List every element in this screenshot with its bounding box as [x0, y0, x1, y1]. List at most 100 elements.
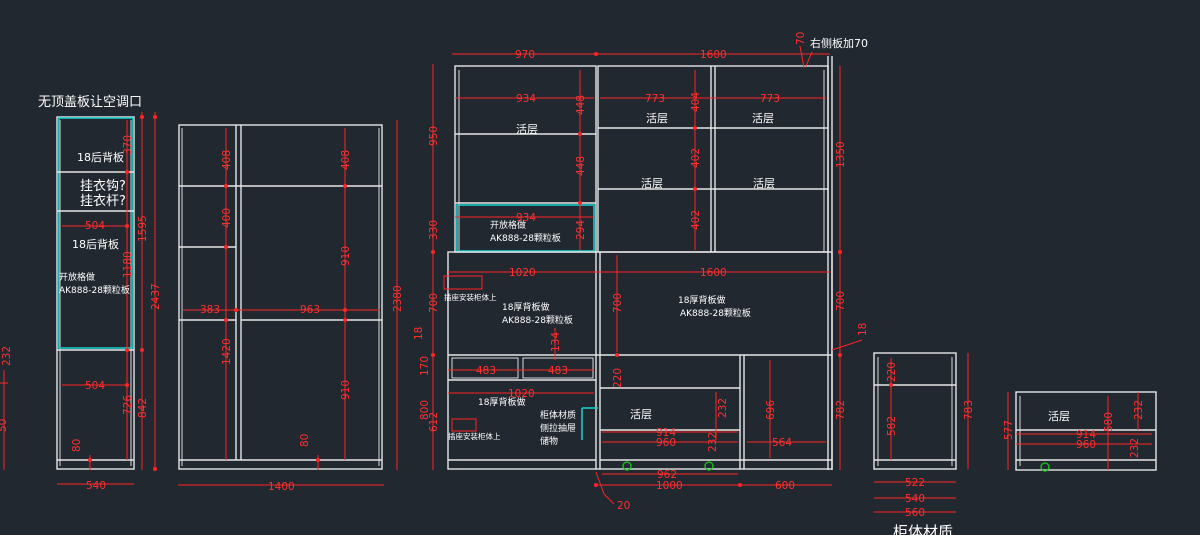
dim-404: 404	[690, 92, 702, 112]
dim-612-edge: 50	[0, 419, 9, 432]
label-back-panel-18-b: 18后背板	[72, 237, 119, 251]
wheel-left	[622, 461, 632, 471]
dim-783: 783	[963, 400, 975, 420]
label-hook: 挂衣钩?	[80, 178, 126, 194]
label-back-thick-c: 18厚背板做	[478, 396, 525, 408]
socket-box-bottom	[451, 418, 477, 432]
dim-963: 963	[300, 304, 320, 316]
dim-80-a: 80	[71, 439, 83, 452]
dim-960-c5: 960	[1076, 439, 1096, 451]
dim-1000: 1000	[656, 480, 683, 492]
cabinet-1-outline	[56, 116, 135, 470]
dim-504-a: 504	[85, 220, 105, 232]
dim-950: 950	[428, 126, 440, 146]
wheel-right	[704, 461, 714, 471]
dim-700-a: 700	[428, 293, 440, 313]
dim-408-a: 408	[221, 150, 233, 170]
dim-1020-b: 1020	[508, 388, 535, 400]
label-back-thick-b: 18厚背板做	[678, 294, 725, 306]
dim-294: 294	[575, 220, 587, 240]
dim-934-b: 934	[516, 212, 536, 224]
dim-842: 842	[137, 398, 149, 418]
dim-934-a: 934	[516, 93, 536, 105]
cabinet-3-open-grid	[456, 204, 595, 252]
label-back-panel-18: 18后背板	[77, 150, 124, 164]
cabinet-5-outline	[1015, 391, 1157, 471]
dim-504-b: 504	[85, 380, 105, 392]
cabinet-3-upper-right	[597, 65, 829, 253]
label-right-side-panel: 右侧板加70	[810, 36, 868, 50]
dim-700-c: 700	[835, 291, 847, 311]
dim-18-b: 18	[413, 327, 425, 340]
dim-483-b: 483	[548, 365, 568, 377]
dim-20: 20	[617, 500, 630, 512]
dim-400: 400	[221, 208, 233, 228]
dim-448-b: 448	[575, 156, 587, 176]
label-no-top-panel: 无顶盖板让空调口	[38, 95, 142, 110]
dim-232-a: 232	[717, 398, 729, 418]
dim-402-b: 402	[690, 210, 702, 230]
dim-782: 782	[835, 400, 847, 420]
dim-700-b: 700	[612, 293, 624, 313]
dim-170: 170	[419, 356, 431, 376]
dim-560: 560	[905, 507, 925, 519]
dim-1600-top: 1600	[700, 49, 727, 61]
label-rod: 挂衣杆?	[80, 193, 126, 209]
dim-1350: 1350	[835, 141, 847, 168]
dim-232-c5b: 232	[1129, 438, 1141, 458]
dim-577: 577	[1003, 420, 1015, 440]
label-back-thick-a: 18厚背板做	[502, 301, 549, 313]
dim-800: 800	[419, 400, 431, 420]
dim-18-a: 18	[857, 323, 869, 336]
left-edge-partial: 232 50	[0, 346, 13, 470]
label-ak-board: AK888-28颗粒板	[59, 284, 130, 296]
dim-1600-mid: 1600	[700, 267, 727, 279]
dim-383: 383	[200, 304, 220, 316]
dim-960-a: 960	[656, 437, 676, 449]
dim-1420: 1420	[221, 338, 233, 365]
label-shelf-1: 活层	[516, 123, 538, 136]
dim-232-c5a: 232	[1133, 400, 1145, 420]
dim-600: 600	[775, 480, 795, 492]
dim-612: 612	[428, 412, 440, 432]
label-shelf-6: 活层	[630, 408, 652, 421]
dim-408-b: 408	[340, 150, 352, 170]
dim-540: 540	[86, 480, 106, 492]
dim-232-b: 232	[707, 432, 719, 452]
label-material: 柜体材质	[540, 409, 576, 421]
label-open-grid-c3: 开放格做	[490, 219, 526, 231]
label-socket-bottom: 插座安装柜体上	[448, 431, 501, 441]
label-shelf-5: 活层	[753, 177, 775, 190]
cabinet-2: 408 408 400 910 383 963 2380 1420 910 80…	[178, 120, 404, 493]
dim-773-b: 773	[760, 93, 780, 105]
dim-970: 970	[515, 49, 535, 61]
label-shelf-c5: 活层	[1048, 410, 1070, 423]
cabinet-1: 无顶盖板让空调口 18后背板 挂衣钩? 挂衣杆? 18后背板 开放格做 AK88…	[38, 95, 162, 492]
dim-402-a: 402	[690, 148, 702, 168]
dim-134: 134	[550, 332, 562, 352]
dim-914-a: 914	[656, 427, 676, 439]
dim-2380: 2380	[392, 285, 404, 312]
dim-2437: 2437	[150, 283, 162, 310]
dim-564: 564	[772, 437, 792, 449]
label-side-drawer: 侧拉抽屉	[540, 422, 576, 434]
dim-1020-a: 1020	[509, 267, 536, 279]
dim-962: 962	[657, 469, 677, 481]
cabinet-3: 970 1600 70 934 448 773 404 773 950 1350…	[413, 32, 869, 512]
label-bottom-material: 柜体材质	[893, 523, 953, 535]
label-storage: 储物	[540, 435, 558, 447]
dim-483-a: 483	[476, 365, 496, 377]
dim-1180: 1180	[122, 251, 134, 278]
socket-box-top	[443, 275, 483, 290]
dim-80-b: 80	[299, 434, 311, 447]
dim-726: 726	[122, 395, 134, 415]
cabinet-4: 220 582 783 522 540 560 柜体材质	[873, 352, 975, 535]
label-shelf-4: 活层	[641, 177, 663, 190]
dim-448-a: 448	[575, 95, 587, 115]
dim-50: 232	[1, 346, 13, 366]
cabinet-5: 活层 577 232 914 960 580 232	[1003, 391, 1157, 472]
dim-540-c4: 540	[905, 493, 925, 505]
dim-580-c5: 580	[1103, 412, 1115, 432]
label-shelf-3: 活层	[752, 112, 774, 125]
